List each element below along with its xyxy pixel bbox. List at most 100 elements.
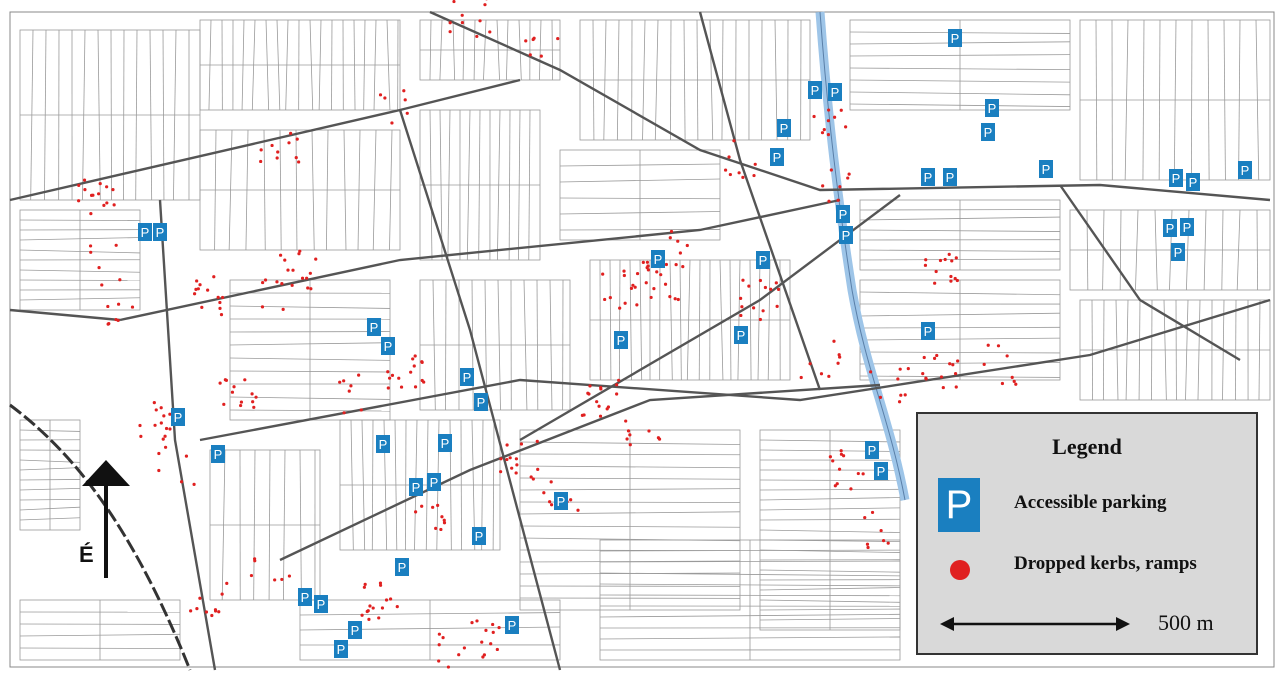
svg-text:P: P xyxy=(477,395,486,410)
parking-marker: P xyxy=(1169,169,1183,187)
parking-marker: P xyxy=(921,322,935,340)
svg-text:P: P xyxy=(384,339,393,354)
svg-text:P: P xyxy=(924,324,933,339)
parking-marker: P xyxy=(948,29,962,47)
parking-marker: P xyxy=(438,434,452,452)
parking-marker: P xyxy=(777,119,791,137)
legend-box: Legend P Accessible parking Dropped kerb… xyxy=(916,412,1258,655)
parking-marker: P xyxy=(427,473,441,491)
svg-text:P: P xyxy=(924,170,933,185)
dropped-kerbs-layer xyxy=(77,0,1018,669)
svg-text:P: P xyxy=(174,410,183,425)
parking-marker: P xyxy=(472,527,486,545)
svg-text:P: P xyxy=(351,623,360,638)
parking-marker: P xyxy=(395,558,409,576)
svg-text:P: P xyxy=(1183,220,1192,235)
parking-marker: P xyxy=(138,223,152,241)
parking-marker: P xyxy=(874,462,888,480)
svg-text:P: P xyxy=(337,642,346,657)
parking-marker: P xyxy=(836,205,850,223)
svg-text:P: P xyxy=(654,252,663,267)
svg-text:P: P xyxy=(951,31,960,46)
parking-marker: P xyxy=(770,148,784,166)
svg-text:P: P xyxy=(1189,175,1198,190)
svg-text:P: P xyxy=(831,85,840,100)
main-roads xyxy=(9,10,1271,671)
parking-marker: P xyxy=(985,99,999,117)
parking-marker: P xyxy=(808,81,822,99)
parking-marker: P xyxy=(828,83,842,101)
parking-marker: P xyxy=(614,331,628,349)
svg-text:P: P xyxy=(557,494,566,509)
parking-marker: P xyxy=(348,621,362,639)
kerbs-legend-label: Dropped kerbs, ramps xyxy=(1014,553,1197,574)
svg-text:P: P xyxy=(617,333,626,348)
parking-marker: P xyxy=(554,492,568,510)
svg-text:P: P xyxy=(946,170,955,185)
parking-marker: P xyxy=(211,445,225,463)
parking-marker: P xyxy=(651,250,665,268)
parking-icon: P xyxy=(938,478,980,532)
parking-marker: P xyxy=(981,123,995,141)
svg-text:P: P xyxy=(463,370,472,385)
svg-text:P: P xyxy=(1172,171,1181,186)
legend-title: Legend xyxy=(1052,434,1122,459)
parking-marker: P xyxy=(314,595,328,613)
parking-marker: P xyxy=(381,337,395,355)
parking-marker: P xyxy=(1180,218,1194,236)
svg-text:P: P xyxy=(984,125,993,140)
parking-marker: P xyxy=(1186,173,1200,191)
svg-text:P: P xyxy=(398,560,407,575)
parcel-grid xyxy=(19,19,1271,661)
parking-legend-label: Accessible parking xyxy=(1014,492,1167,513)
parking-marker: P xyxy=(756,251,770,269)
svg-text:P: P xyxy=(214,447,223,462)
svg-text:P: P xyxy=(780,121,789,136)
parking-marker: P xyxy=(839,226,853,244)
parking-marker: P xyxy=(1039,160,1053,178)
scale-bar-icon xyxy=(940,617,1130,631)
dropped-kerb-dot-icon xyxy=(950,560,970,580)
parking-marker: P xyxy=(943,168,957,186)
parking-marker: P xyxy=(409,478,423,496)
parking-marker: P xyxy=(153,223,167,241)
parking-marker: P xyxy=(1171,243,1185,261)
svg-text:P: P xyxy=(773,150,782,165)
parking-marker: P xyxy=(334,640,348,658)
svg-text:P: P xyxy=(759,253,768,268)
railway xyxy=(9,403,192,671)
parking-marker: P xyxy=(298,588,312,606)
scale-bar-label: 500 m xyxy=(1158,610,1214,635)
svg-text:P: P xyxy=(156,225,165,240)
svg-text:P: P xyxy=(1241,163,1250,178)
svg-text:P: P xyxy=(412,480,421,495)
svg-text:P: P xyxy=(842,228,851,243)
svg-text:P: P xyxy=(475,529,484,544)
parking-marker: P xyxy=(1238,161,1252,179)
parking-marker: P xyxy=(171,408,185,426)
svg-text:P: P xyxy=(379,437,388,452)
parking-marker: P xyxy=(376,435,390,453)
parking-marker: P xyxy=(505,616,519,634)
svg-text:P: P xyxy=(811,83,820,98)
svg-text:P: P xyxy=(317,597,326,612)
svg-text:P: P xyxy=(1166,221,1175,236)
svg-text:P: P xyxy=(737,328,746,343)
north-label: É xyxy=(79,542,94,567)
svg-text:P: P xyxy=(141,225,150,240)
svg-text:P: P xyxy=(508,618,517,633)
parking-marker: P xyxy=(865,441,879,459)
svg-text:P: P xyxy=(430,475,439,490)
svg-text:P: P xyxy=(1174,245,1183,260)
svg-text:P: P xyxy=(868,443,877,458)
svg-text:P: P xyxy=(441,436,450,451)
svg-text:P: P xyxy=(1042,162,1051,177)
parking-marker: P xyxy=(921,168,935,186)
svg-text:P: P xyxy=(988,101,997,116)
svg-text:P: P xyxy=(301,590,310,605)
svg-text:P: P xyxy=(370,320,379,335)
parking-marker: P xyxy=(474,393,488,411)
parking-marker: P xyxy=(367,318,381,336)
